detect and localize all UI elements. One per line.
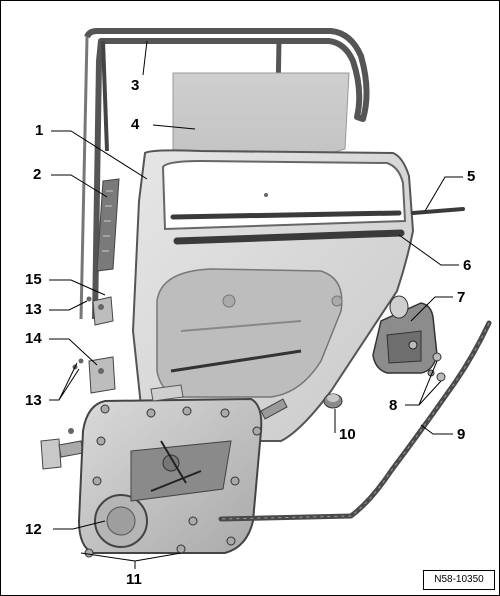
callout-12: 12 (25, 521, 42, 538)
callout-8: 8 (389, 397, 398, 414)
leader-2 (51, 174, 108, 198)
callout-6: 6 (463, 257, 472, 274)
leader-12 (53, 520, 106, 530)
lower-hinge (72, 356, 116, 394)
leader-3 (142, 40, 148, 76)
leader-4 (152, 124, 196, 130)
leader-15 (49, 279, 106, 296)
door-shell (131, 149, 415, 442)
leader-1 (51, 130, 148, 180)
leader-7 (410, 296, 453, 322)
leader-6 (398, 234, 459, 266)
callout-1: 1 (35, 122, 44, 139)
callout-3: 3 (131, 77, 140, 94)
leader-lines (49, 40, 463, 569)
callout-7: 7 (457, 289, 466, 306)
callout-4: 4 (131, 116, 140, 133)
callout-2: 2 (33, 166, 42, 183)
leader-5 (424, 176, 463, 212)
callout-14: 14 (25, 330, 42, 347)
door-strip (96, 178, 120, 272)
callout-9: 9 (457, 426, 466, 443)
leader-14 (49, 338, 98, 366)
leader-13-lower (49, 362, 80, 401)
callout-13-lower: 13 (25, 392, 42, 409)
figure-reference-code: N58-10350 (423, 570, 495, 590)
callout-15: 15 (25, 271, 42, 288)
leader-9 (420, 424, 453, 435)
door-check (40, 428, 84, 470)
leader-8 (405, 360, 442, 406)
callout-5: 5 (467, 168, 476, 185)
plug-cap (323, 393, 343, 409)
upper-hinge (86, 296, 114, 326)
leader-11 (80, 552, 182, 569)
door-seal-strip (218, 320, 492, 522)
leader-13-upper (49, 300, 88, 311)
window-shaft-seals (170, 207, 465, 245)
door-lock (372, 295, 438, 374)
callout-13-upper: 13 (25, 301, 42, 318)
callout-10: 10 (339, 426, 356, 443)
callout-11: 11 (126, 571, 142, 588)
window-regulator (77, 384, 288, 558)
